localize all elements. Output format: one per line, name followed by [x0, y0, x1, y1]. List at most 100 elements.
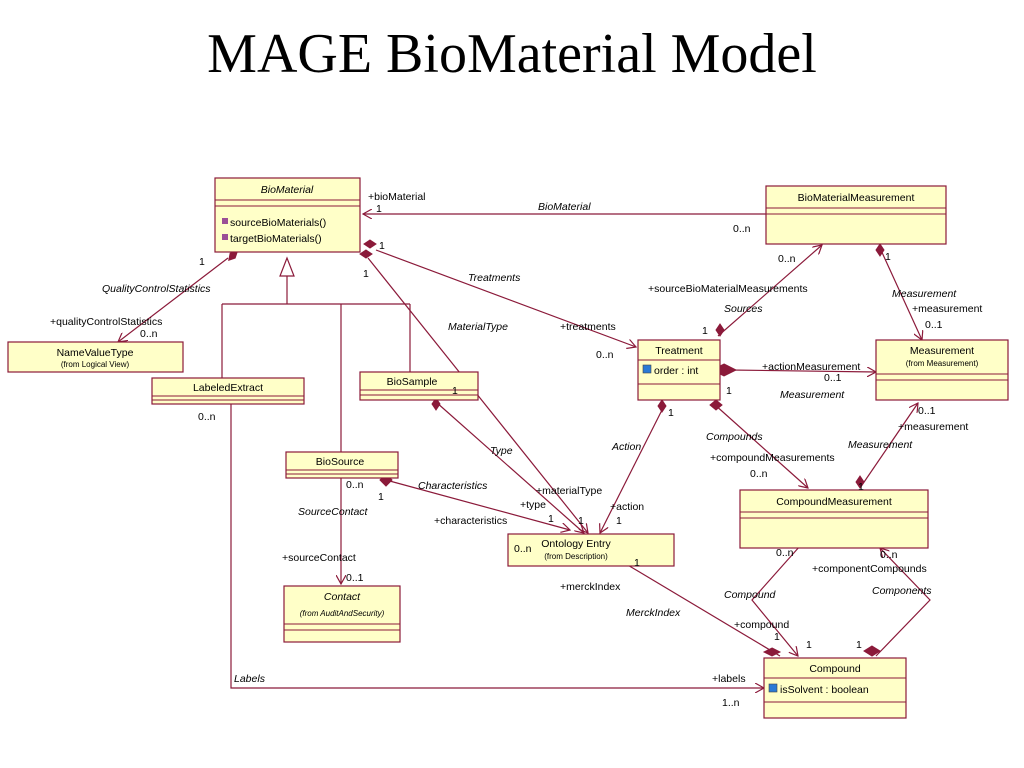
role-biomaterial: +bioMaterial [368, 191, 426, 203]
mult-sources-1: 1 [702, 325, 708, 337]
role-compound: +compound [734, 619, 789, 631]
mult-treat-1: 1 [379, 240, 385, 252]
diamond-cm-measurement [855, 475, 865, 489]
assoc-name-components: Components [872, 585, 932, 597]
class-name: Treatment [655, 345, 703, 357]
attribute-icon [642, 364, 652, 374]
mult-components-0n: 0..n [880, 549, 898, 561]
mult-cmmeas-01: 0..1 [918, 405, 936, 417]
mult-compound-1b: 1 [806, 639, 812, 651]
assoc-action-measurement [729, 370, 876, 372]
mult-action-1: 1 [668, 407, 674, 419]
mult-mt-1: 1 [363, 268, 369, 280]
assoc-labels [230, 404, 764, 688]
assoc-name-materialtype: MaterialType [448, 321, 508, 333]
assoc-name-sourcecontact: SourceContact [298, 506, 369, 518]
class-namevaluetype[interactable]: NameValueType (from Logical View) [7, 341, 184, 373]
mult-biomaterial-1: 1 [376, 203, 382, 215]
mult-actmeas-1: 1 [726, 385, 732, 397]
mult-components-1: 1 [856, 639, 862, 651]
assoc-name-measurement-2: Measurement [780, 389, 845, 401]
diamond-biomaterial-treatments [363, 239, 377, 249]
role-measurement-1: +measurement [912, 303, 982, 315]
diamond-treatment-compounds [709, 399, 723, 411]
class-name: BioSample [387, 376, 438, 388]
class-name: CompoundMeasurement [776, 496, 892, 508]
class-biomaterial[interactable]: BioMaterial sourceBioMaterials() targetB… [214, 177, 361, 253]
assoc-treatments [375, 249, 636, 347]
role-action-measurement: +actionMeasurement [762, 361, 860, 373]
method-icon [222, 234, 228, 240]
class-contact[interactable]: Contact (from AuditAndSecurity) [283, 585, 401, 643]
assoc-quality-control-statistics [118, 257, 229, 342]
class-biosource[interactable]: BioSource [285, 451, 399, 479]
class-name: BioMaterialMeasurement [798, 192, 915, 204]
class-name: NameValueType [57, 347, 134, 359]
class-name: BioSource [316, 456, 365, 468]
mult-type-1: 1 [452, 385, 458, 397]
attribute-icon [768, 683, 778, 693]
mult-char-1: 1 [378, 491, 384, 503]
assoc-compound [751, 545, 801, 656]
mult-treatments-0n: 0..n [596, 349, 614, 361]
diamond-treatment-sources [715, 323, 725, 337]
mult-labels-1n: 1..n [722, 697, 740, 709]
mult-contact-01: 0..1 [346, 572, 364, 584]
mult-bmm-0n: 0..n [733, 223, 751, 235]
assoc-bmm-measurement [879, 247, 922, 340]
class-name: LabeledExtract [193, 382, 263, 394]
mult-measurement-01: 0..1 [925, 319, 943, 331]
class-biosample[interactable]: BioSample [359, 371, 479, 401]
role-merckindex: +merckIndex [560, 581, 621, 593]
class-compound[interactable]: Compound isSolvent : boolean [763, 657, 907, 719]
assoc-name-compound: Compound [724, 589, 777, 601]
role-labels: +labels [712, 673, 746, 685]
class-treatment[interactable]: Treatment order : int [637, 339, 721, 401]
mult-compounds-0n: 0..n [750, 468, 768, 480]
assoc-name-characteristics: Characteristics [418, 480, 488, 492]
diamond-compound-compound [762, 647, 782, 657]
class-compoundmeasurement[interactable]: CompoundMeasurement [739, 489, 929, 549]
role-source-bmm: +sourceBioMaterialMeasurements [648, 283, 808, 295]
assoc-name-action: Action [611, 441, 641, 453]
mult-qcs-0n: 0..n [140, 328, 158, 340]
role-component-compounds: +componentCompounds [812, 563, 927, 575]
assoc-action [600, 409, 663, 533]
assoc-name-compounds: Compounds [706, 431, 763, 443]
class-labeledextract[interactable]: LabeledExtract [151, 377, 305, 405]
mult-compound-1: 1 [774, 631, 780, 643]
attr-order: order : int [654, 365, 698, 377]
assoc-name-sources: Sources [724, 303, 763, 315]
assoc-sources [717, 245, 822, 337]
diamond-biomaterial-qcs [228, 251, 238, 261]
role-materialtype: +materialType [536, 485, 602, 497]
generalization-triangle [279, 256, 295, 277]
class-name: Measurement [910, 345, 974, 357]
role-action: +action [610, 501, 644, 513]
mult-mt-1b: 1 [578, 515, 584, 527]
mult-bmm-meas-1: 1 [885, 251, 891, 263]
class-biomaterial-measurement[interactable]: BioMaterialMeasurement [765, 185, 947, 245]
assoc-characteristics [385, 479, 570, 530]
assoc-name-merckindex: MerckIndex [626, 607, 681, 619]
class-ontologyentry[interactable]: Ontology Entry (from Description) [507, 533, 675, 567]
role-measurement-2: +measurement [898, 421, 968, 433]
mult-ontology-0n: 0..n [514, 543, 532, 555]
class-measurement[interactable]: Measurement (from Measurement) [875, 339, 1009, 401]
page-title: MAGE BioMaterial Model [207, 23, 817, 85]
mult-cmmeas-1: 1 [858, 481, 864, 493]
role-characteristics: +characteristics [434, 515, 507, 527]
mult-actmeas-01: 0..1 [824, 372, 842, 384]
mult-compound-0n: 0..n [776, 547, 794, 559]
class-name: Contact [324, 591, 361, 603]
assoc-type [435, 401, 584, 533]
assoc-name-labels: Labels [234, 673, 266, 685]
mult-action-1b: 1 [616, 515, 622, 527]
mult-merck-1: 1 [634, 557, 640, 569]
mult-qcs-1: 1 [199, 256, 205, 268]
method-icon [222, 218, 228, 224]
diamond-compound-components [863, 645, 881, 657]
role-sourcecontact: +sourceContact [282, 552, 356, 564]
mult-type-1b: 1 [548, 513, 554, 525]
class-name: Ontology Entry [541, 538, 611, 550]
